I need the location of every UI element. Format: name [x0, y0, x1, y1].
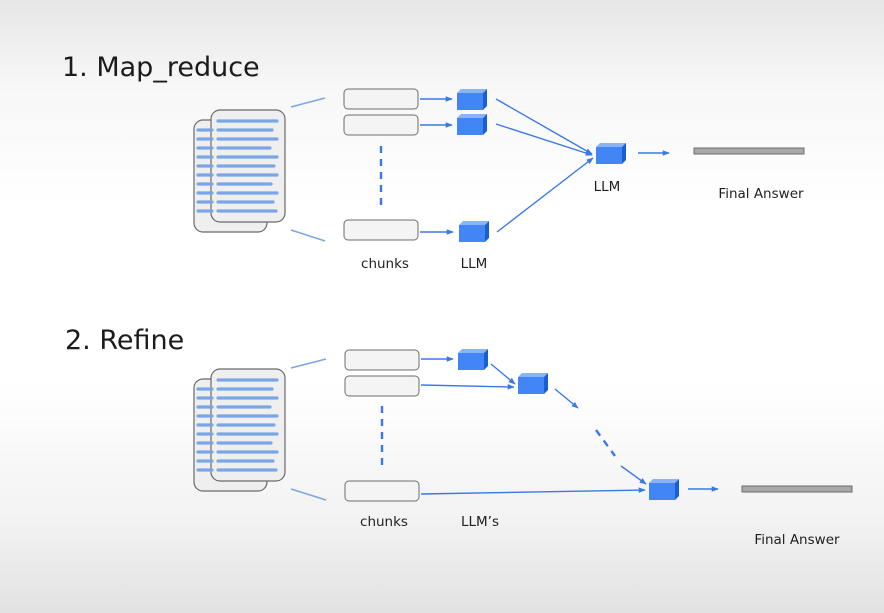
final-answer-label: Final Answer [754, 532, 840, 548]
answer-bar-icon [693, 147, 805, 155]
refine-ellipsis-dashes [595, 429, 616, 457]
llm-cube-icon [518, 373, 548, 394]
chunk-box [343, 219, 419, 241]
chunks-label: chunks [360, 514, 408, 530]
arrow-chunk-to-llm [420, 487, 646, 495]
chunk-box [343, 88, 419, 110]
chunk-box [344, 375, 420, 397]
chunk-box [344, 480, 420, 502]
arrow-chunk-to-llm [420, 384, 515, 390]
section-map-reduce: 1. Map_reduce [62, 52, 805, 272]
document-text-lines [196, 378, 279, 472]
bracket-line-bottom [290, 229, 326, 242]
arrow-llm-to-combine [496, 157, 594, 233]
section-refine: 2. Refine [65, 325, 853, 548]
document-stack-icon [193, 368, 286, 492]
bracket-line-top [290, 97, 326, 108]
llm-cube-icon [457, 114, 487, 135]
arrow-llm-to-combine [495, 98, 593, 155]
bracket-line-bottom [290, 488, 327, 501]
section-heading: 2. Refine [65, 325, 184, 356]
section-heading: 1. Map_reduce [62, 52, 260, 83]
llm-combine-label: LLM [594, 179, 621, 195]
llm-cube-icon [458, 349, 488, 370]
document-stack-icon [193, 109, 286, 233]
llm-column-label: LLM’s [461, 514, 499, 530]
chunk-box [344, 349, 420, 371]
llm-cube-icon [459, 221, 489, 242]
llm-column-label: LLM [461, 256, 488, 272]
arrow-llm-to-llm [490, 363, 516, 385]
chunks-label: chunks [361, 256, 409, 272]
arrow-llm-to-combine [495, 123, 593, 156]
arrow-llm-to-llm [620, 465, 647, 485]
answer-bar-icon [741, 485, 853, 493]
llm-cube-icon [596, 143, 626, 164]
chunk-box [343, 114, 419, 136]
llm-cube-icon [457, 89, 487, 110]
final-answer-label: Final Answer [718, 186, 804, 202]
llm-cube-icon [649, 479, 679, 500]
bracket-line-top [290, 358, 327, 369]
document-text-lines [196, 119, 279, 213]
arrow-llm-to-llm [554, 388, 579, 409]
